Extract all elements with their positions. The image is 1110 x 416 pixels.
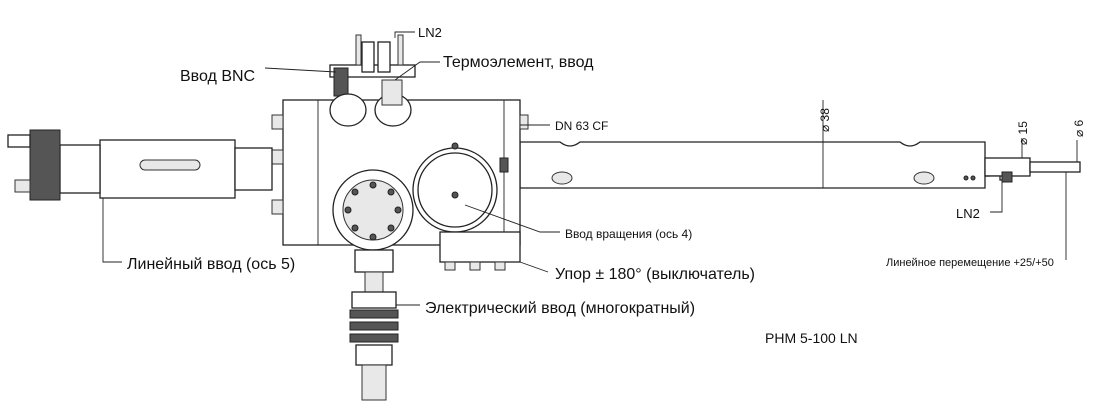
top-feedthroughs [329, 34, 416, 127]
label-electrical-input: Электрический ввод (многократный) [425, 300, 695, 317]
label-linear-input: Линейный ввод (ось 5) [127, 256, 295, 273]
label-thermocouple: Термоэлемент, ввод [443, 54, 594, 71]
label-bnc-input: Ввод BNC [180, 68, 255, 85]
label-d38: ⌀ 38 [818, 108, 832, 132]
label-dn63cf: DN 63 CF [555, 119, 608, 133]
rotation-flange [332, 169, 414, 251]
label-ln2-right: LN2 [956, 206, 980, 221]
label-ln2-top: LN2 [418, 25, 442, 40]
label-model: PHM 5-100 LN [765, 330, 858, 346]
label-d15: ⌀ 15 [1016, 121, 1030, 145]
label-d6: ⌀ 6 [1072, 119, 1086, 137]
leader-lines [102, 31, 1078, 306]
label-stop: Упор ± 180° (выключатель) [555, 266, 755, 283]
electrical-feedthrough [349, 249, 399, 401]
linear-feedthrough [7, 129, 273, 201]
manipulator-tube [519, 141, 1081, 189]
label-rotation-input: Ввод вращения (ось 4) [565, 227, 692, 241]
stop-switch [439, 231, 521, 271]
label-linear-move: Линейное перемещение +25/+50 [886, 257, 1054, 269]
